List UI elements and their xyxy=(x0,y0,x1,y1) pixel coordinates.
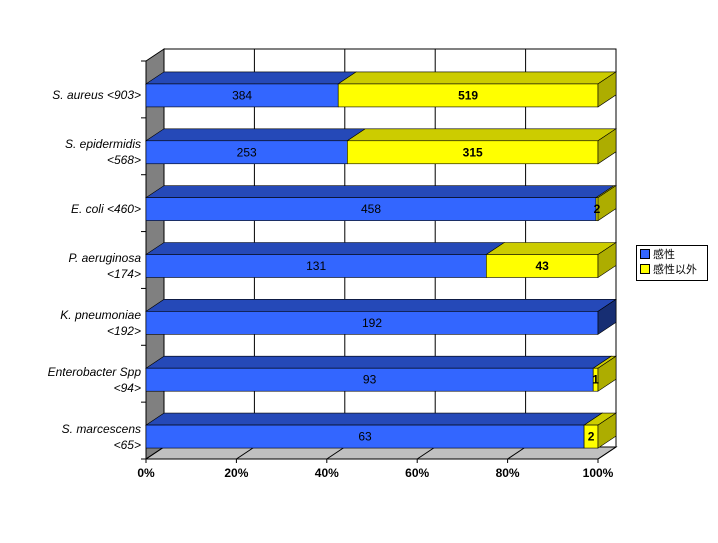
bar-top-4-0 xyxy=(145,299,617,312)
bar-side-3 xyxy=(597,241,617,279)
bar-side-1 xyxy=(597,128,617,165)
bar-side-2 xyxy=(597,185,617,222)
bar-side-5 xyxy=(597,355,617,392)
data-label-2-0: 458 xyxy=(361,202,381,216)
legend-item-0: 感性 xyxy=(637,246,707,261)
data-label-6-1: 2 xyxy=(588,430,595,444)
bar-side-0 xyxy=(597,71,617,108)
bar-top-1-0 xyxy=(145,128,367,142)
category-label-2: E. coli <460> xyxy=(70,202,141,217)
bar-side-6 xyxy=(597,412,617,449)
floor-gridline-3 xyxy=(416,446,436,460)
bar-top-6-0 xyxy=(145,412,604,426)
x-tick-label-1: 20% xyxy=(224,466,249,480)
data-label-3-1: 43 xyxy=(535,259,549,273)
data-label-5-0: 93 xyxy=(363,373,377,387)
bar-top-0-1 xyxy=(337,71,617,85)
data-label-5-1: 1 xyxy=(592,373,599,387)
category-label-5: Enterobacter Spp<94> xyxy=(47,364,141,395)
data-label-2-1: 2 xyxy=(594,202,601,216)
category-label-1: S. epidermidis<568> xyxy=(64,137,141,168)
data-label-0-0: 384 xyxy=(232,88,252,102)
data-label-4-0: 192 xyxy=(362,316,382,330)
x-tick-label-2: 40% xyxy=(314,466,339,480)
legend-swatch-1 xyxy=(640,263,650,274)
bar-top-0-0 xyxy=(145,71,358,85)
x-tick-label-4: 80% xyxy=(495,466,520,480)
bar-top-2-0 xyxy=(145,185,616,198)
legend-label-1: 感性以外 xyxy=(653,263,697,276)
data-label-3-0: 131 xyxy=(306,259,326,273)
legend-swatch-0 xyxy=(640,248,650,259)
bar-side-4 xyxy=(597,298,617,335)
floor-gridline-4 xyxy=(507,446,526,460)
x-tick-label-5: 100% xyxy=(582,466,614,480)
data-label-1-0: 253 xyxy=(237,145,257,159)
floor xyxy=(144,446,618,460)
floor-gridline-1 xyxy=(236,446,255,460)
category-label-0: S. aureus <903> xyxy=(52,88,141,103)
x-tick-label-0: 0% xyxy=(137,466,155,480)
floor-gridline-2 xyxy=(326,446,346,460)
bar-top-5-0 xyxy=(145,355,613,369)
category-label-6: S. marcescens<65> xyxy=(61,421,141,452)
x-tick-label-3: 60% xyxy=(405,466,430,480)
data-label-1-1: 315 xyxy=(463,145,483,159)
bar-top-3-1 xyxy=(485,242,617,255)
legend-item-1: 感性以外 xyxy=(637,261,707,276)
category-label-4: K. pneumoniae<192> xyxy=(60,307,141,338)
legend: 感性 感性以外 xyxy=(636,245,708,281)
floor-gridline-0 xyxy=(145,446,165,460)
category-label-3: P. aeruginosa<174> xyxy=(68,251,141,281)
floor-gridline-5 xyxy=(597,446,617,460)
bar-top-3-0 xyxy=(145,242,506,255)
data-label-6-0: 63 xyxy=(358,430,372,444)
legend-label-0: 感性 xyxy=(653,248,675,261)
data-label-0-1: 519 xyxy=(458,88,478,102)
bar-top-1-1 xyxy=(346,128,617,142)
